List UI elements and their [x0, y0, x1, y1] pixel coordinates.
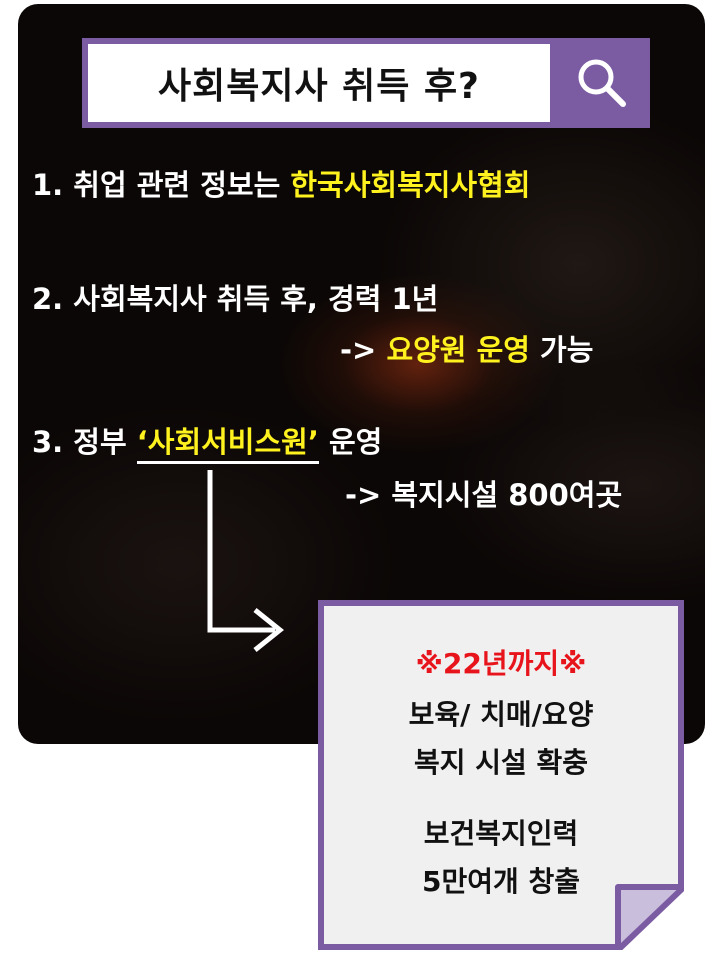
item-2-sub-suffix: 가능	[529, 333, 594, 367]
item-3-text: 3. 정부	[32, 425, 137, 459]
title-box: 사회복지사 취득 후?	[88, 44, 550, 122]
note-heading: ※22년까지※	[415, 647, 587, 680]
item-2-sub: -> 요양원 운영 가능	[340, 333, 593, 368]
item-3-sub-text: -> 복지시설 800여곳	[345, 478, 623, 512]
item-1-highlight: 한국사회복지사협회	[290, 168, 531, 202]
item-2-sub-highlight: 요양원 운영	[386, 333, 530, 367]
connector-line	[207, 470, 275, 633]
search-button[interactable]	[562, 44, 642, 122]
note-line-2: 복지 시설 확충	[413, 746, 589, 779]
item-3-quoted: ‘사회서비스원’	[136, 425, 319, 464]
search-icon	[578, 59, 626, 107]
item-2-sub-arrow: ->	[340, 333, 387, 367]
arrow-right-icon	[253, 608, 285, 652]
item-1: 1. 취업 관련 정보는 한국사회복지사협회	[32, 168, 530, 203]
item-3-sub: -> 복지시설 800여곳	[345, 478, 622, 513]
item-3: 3. 정부 ‘사회서비스원’ 운영	[32, 425, 383, 464]
item-2: 2. 사회복지사 취득 후, 경력 1년	[32, 282, 438, 317]
note-line-1: 보육/ 치매/요양	[408, 698, 594, 731]
search-header: 사회복지사 취득 후?	[82, 38, 650, 128]
item-2-text: 2. 사회복지사 취득 후, 경력 1년	[32, 282, 439, 316]
note-line-3: 보건복지인력	[423, 817, 579, 850]
page-title: 사회복지사 취득 후?	[158, 66, 480, 107]
note-line-4: 5만여개 창출	[421, 865, 581, 898]
item-1-text: 1. 취업 관련 정보는	[32, 168, 291, 202]
item-3-suffix: 운영	[318, 425, 383, 459]
